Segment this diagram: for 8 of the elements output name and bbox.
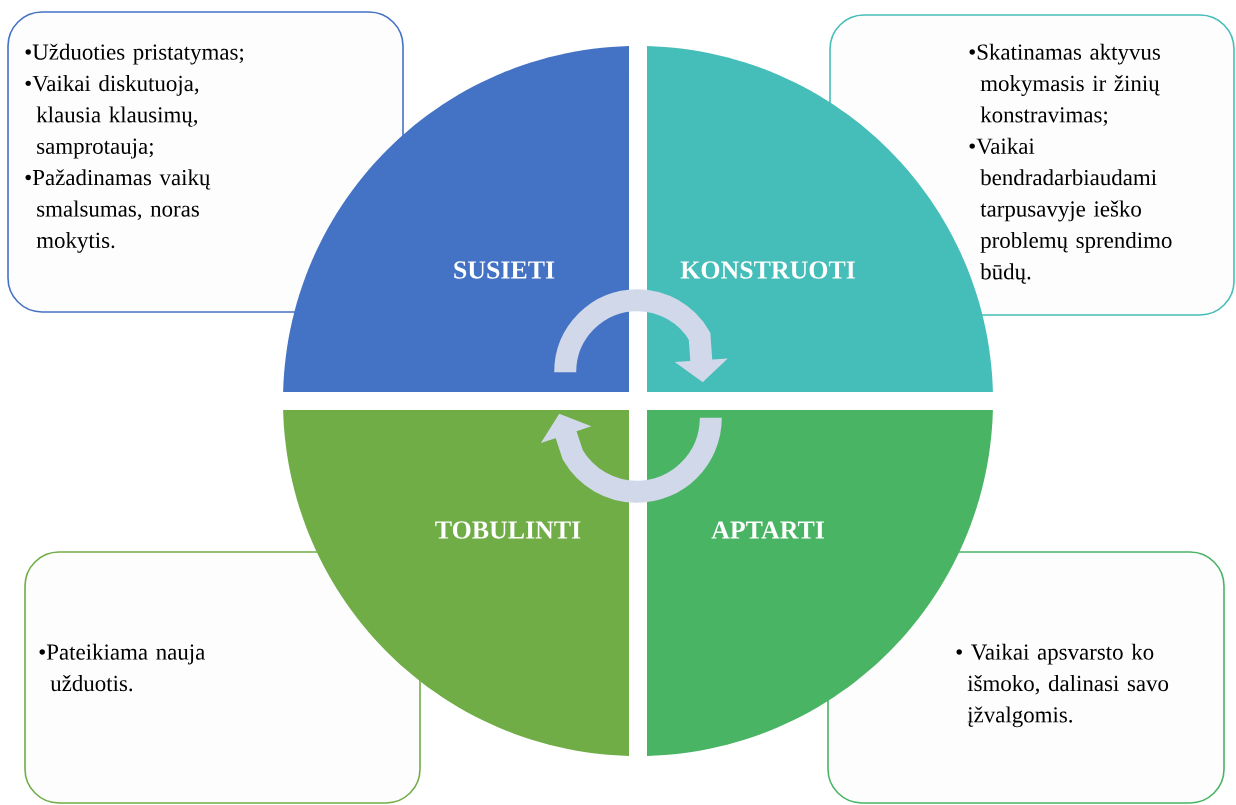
text-box (7, 11, 404, 313)
quadrant-segment: SUSIETI (283, 46, 629, 392)
text-box (24, 551, 421, 804)
quadrant-segment: TOBULINTI (283, 410, 629, 756)
list-item: •Pažadinamas vaikų smalsumas, noras mokytis. (25, 169, 211, 253)
list-item: •Vaikai diskutuoja, klausia klausimų, samprotauja; (25, 75, 199, 159)
list-item: •Pateikiama nauja užduotis. (39, 643, 205, 692)
list-item: •Užduoties pristatymas; (25, 43, 244, 65)
